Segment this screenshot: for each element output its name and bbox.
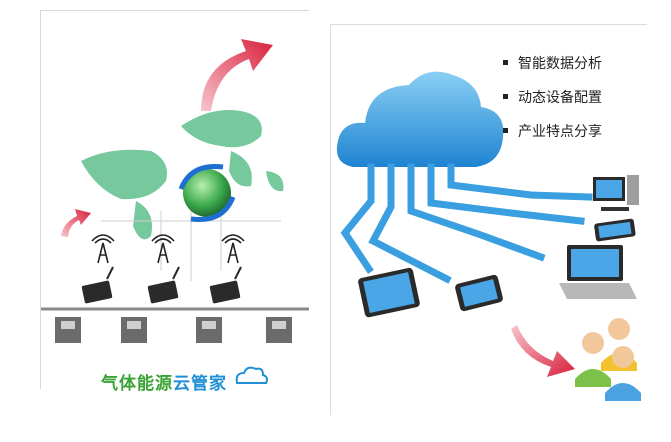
gas-meter-icon: [196, 317, 222, 343]
feature-item: 智能数据分析: [503, 47, 602, 81]
gas-meter-icon: [55, 317, 81, 343]
arrow-icon: [201, 39, 273, 111]
iot-illustration: [41, 39, 309, 384]
phone-icon: [455, 274, 503, 312]
data-lines: [340, 163, 593, 284]
router-icon: [147, 266, 180, 304]
cloud-icon: [336, 71, 504, 167]
brand-title-part1: 气体能源: [101, 374, 173, 394]
bullet-icon: [503, 59, 508, 65]
feature-item: 动态设备配置: [503, 81, 602, 115]
desktop-icon: [593, 175, 639, 211]
left-panel: 气体能源云管家: [40, 10, 309, 394]
feature-list: 智能数据分析 动态设备配置 产业特点分享: [503, 47, 602, 149]
feature-label: 产业特点分享: [518, 124, 602, 140]
world-map-icon: [81, 110, 284, 240]
bullet-icon: [503, 93, 508, 99]
feature-label: 智能数据分析: [518, 56, 602, 72]
cloud-illustration: [336, 71, 641, 401]
router-icon: [81, 266, 114, 304]
feature-label: 动态设备配置: [518, 90, 602, 106]
network-lines: [101, 211, 281, 281]
gas-meter-icon: [266, 317, 292, 343]
tablet-icon: [358, 267, 420, 318]
tower-icon: [151, 234, 175, 264]
users-icon: [575, 318, 641, 401]
tower-icon: [221, 234, 245, 264]
globe-icon: [178, 163, 236, 223]
router-icon: [209, 266, 242, 304]
right-panel: 智能数据分析 动态设备配置 产业特点分享: [330, 24, 647, 415]
brand-title: 气体能源云管家: [101, 369, 301, 394]
tower-icon: [91, 234, 115, 264]
gas-meter-icon: [121, 317, 147, 343]
cloud-icon: [235, 366, 268, 384]
phone-icon: [594, 218, 636, 242]
bullet-icon: [503, 127, 508, 133]
laptop-icon: [559, 245, 637, 299]
feature-item: 产业特点分享: [503, 115, 602, 149]
arrow-icon: [61, 209, 91, 237]
brand-title-part2: 云管家: [173, 374, 227, 394]
arrow-icon: [511, 325, 575, 377]
